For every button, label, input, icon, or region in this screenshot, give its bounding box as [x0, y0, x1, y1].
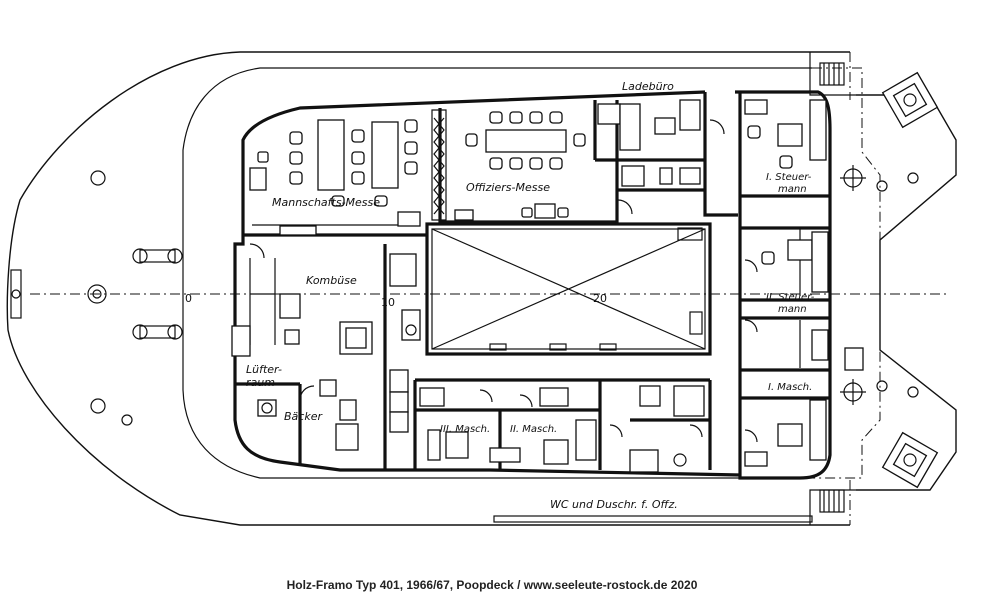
- figure-caption: Holz-Framo Typ 401, 1966/67, Poopdeck / …: [286, 578, 698, 592]
- frame-numbers: 0 10 20: [185, 292, 607, 309]
- room-labels: Ladebüro Mannschafts-Messe Offiziers-Mes…: [246, 80, 815, 511]
- partitions: [235, 100, 830, 470]
- deck-plan: Ladebüro Mannschafts-Messe Offiziers-Mes…: [6, 51, 957, 526]
- engineer-cabins-furniture: [419, 385, 827, 473]
- crew-mess-furniture: [249, 119, 421, 236]
- label-wc: WC und Duschr. f. Offz.: [550, 498, 678, 511]
- wc-outline: [493, 515, 813, 523]
- label-mannschafts-messe: Mannschafts-Messe: [272, 196, 380, 209]
- stern-ladders: [819, 62, 845, 513]
- galley-furniture: [231, 253, 421, 433]
- frame-0: 0: [185, 292, 192, 305]
- label-offiziers-messe: Offiziers-Messe: [466, 181, 550, 194]
- bakery-furniture: [257, 379, 359, 451]
- engine-casing: [425, 222, 712, 356]
- cargo-office-furniture: [597, 99, 827, 187]
- label-steuermann-1-b: mann: [778, 184, 807, 195]
- label-ladebuero: Ladebüro: [622, 80, 674, 93]
- label-luefterraum-1: Lüfter-: [246, 363, 282, 376]
- label-kombuese: Kombüse: [306, 274, 357, 287]
- label-steuermann-1-a: I. Steuer-: [766, 172, 812, 183]
- officer-cabins-furniture: [761, 231, 864, 371]
- label-steuermann-2-a: II. Steuer-: [766, 292, 815, 303]
- frame-20: 20: [593, 292, 607, 305]
- stern-railing: [812, 67, 957, 491]
- label-masch-3: III. Masch.: [440, 424, 490, 435]
- officer-mess-furniture: [431, 109, 586, 221]
- winch-top: [881, 71, 939, 129]
- label-masch-2: II. Masch.: [510, 424, 557, 435]
- frame-10: 10: [381, 296, 395, 309]
- winch-bottom: [881, 431, 939, 489]
- label-baecker: Bäcker: [284, 410, 323, 423]
- bollards: [10, 165, 919, 426]
- doors: [249, 119, 758, 443]
- label-luefterraum-2: raum: [246, 376, 275, 389]
- label-masch-1: I. Masch.: [768, 382, 812, 393]
- label-steuermann-2-b: mann: [778, 304, 807, 315]
